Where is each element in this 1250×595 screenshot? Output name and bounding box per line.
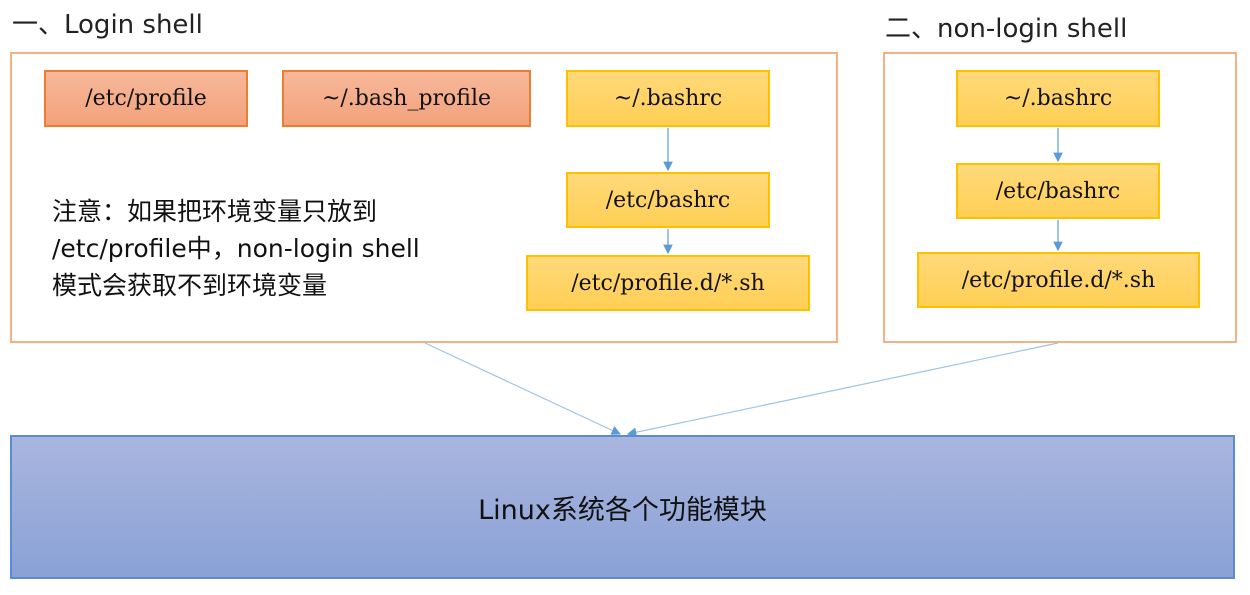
bash-profile-box: ~/.bash_profile [282,70,531,127]
login-shell-title: 一、Login shell [12,10,203,40]
arrow-login-to-target [424,342,622,435]
arrow-nonlogin-to-target [626,342,1059,437]
note-line: /etc/profile中，non-login shell [52,234,420,263]
linux-modules-label: Linux系统各个功能模块 [478,494,767,526]
note-line: 模式会获取不到环境变量 [52,271,328,300]
nonlogin-etc-bashrc-box: /etc/bashrc [956,163,1160,219]
nonlogin-bashrc-box: ~/.bashrc [956,70,1160,127]
note-text: 注意：如果把环境变量只放到 /etc/profile中，non-login sh… [52,193,420,304]
nonlogin-profile-d-box: /etc/profile.d/*.sh [917,252,1200,308]
etc-profile-box: /etc/profile [44,70,248,127]
nonlogin-shell-title: 二、non-login shell [885,14,1128,44]
linux-modules-box: Linux系统各个功能模块 [10,435,1235,579]
login-bashrc-box: ~/.bashrc [566,70,770,127]
login-profile-d-box: /etc/profile.d/*.sh [526,255,810,311]
login-etc-bashrc-box: /etc/bashrc [566,172,770,228]
note-line: 注意：如果把环境变量只放到 [52,197,378,226]
